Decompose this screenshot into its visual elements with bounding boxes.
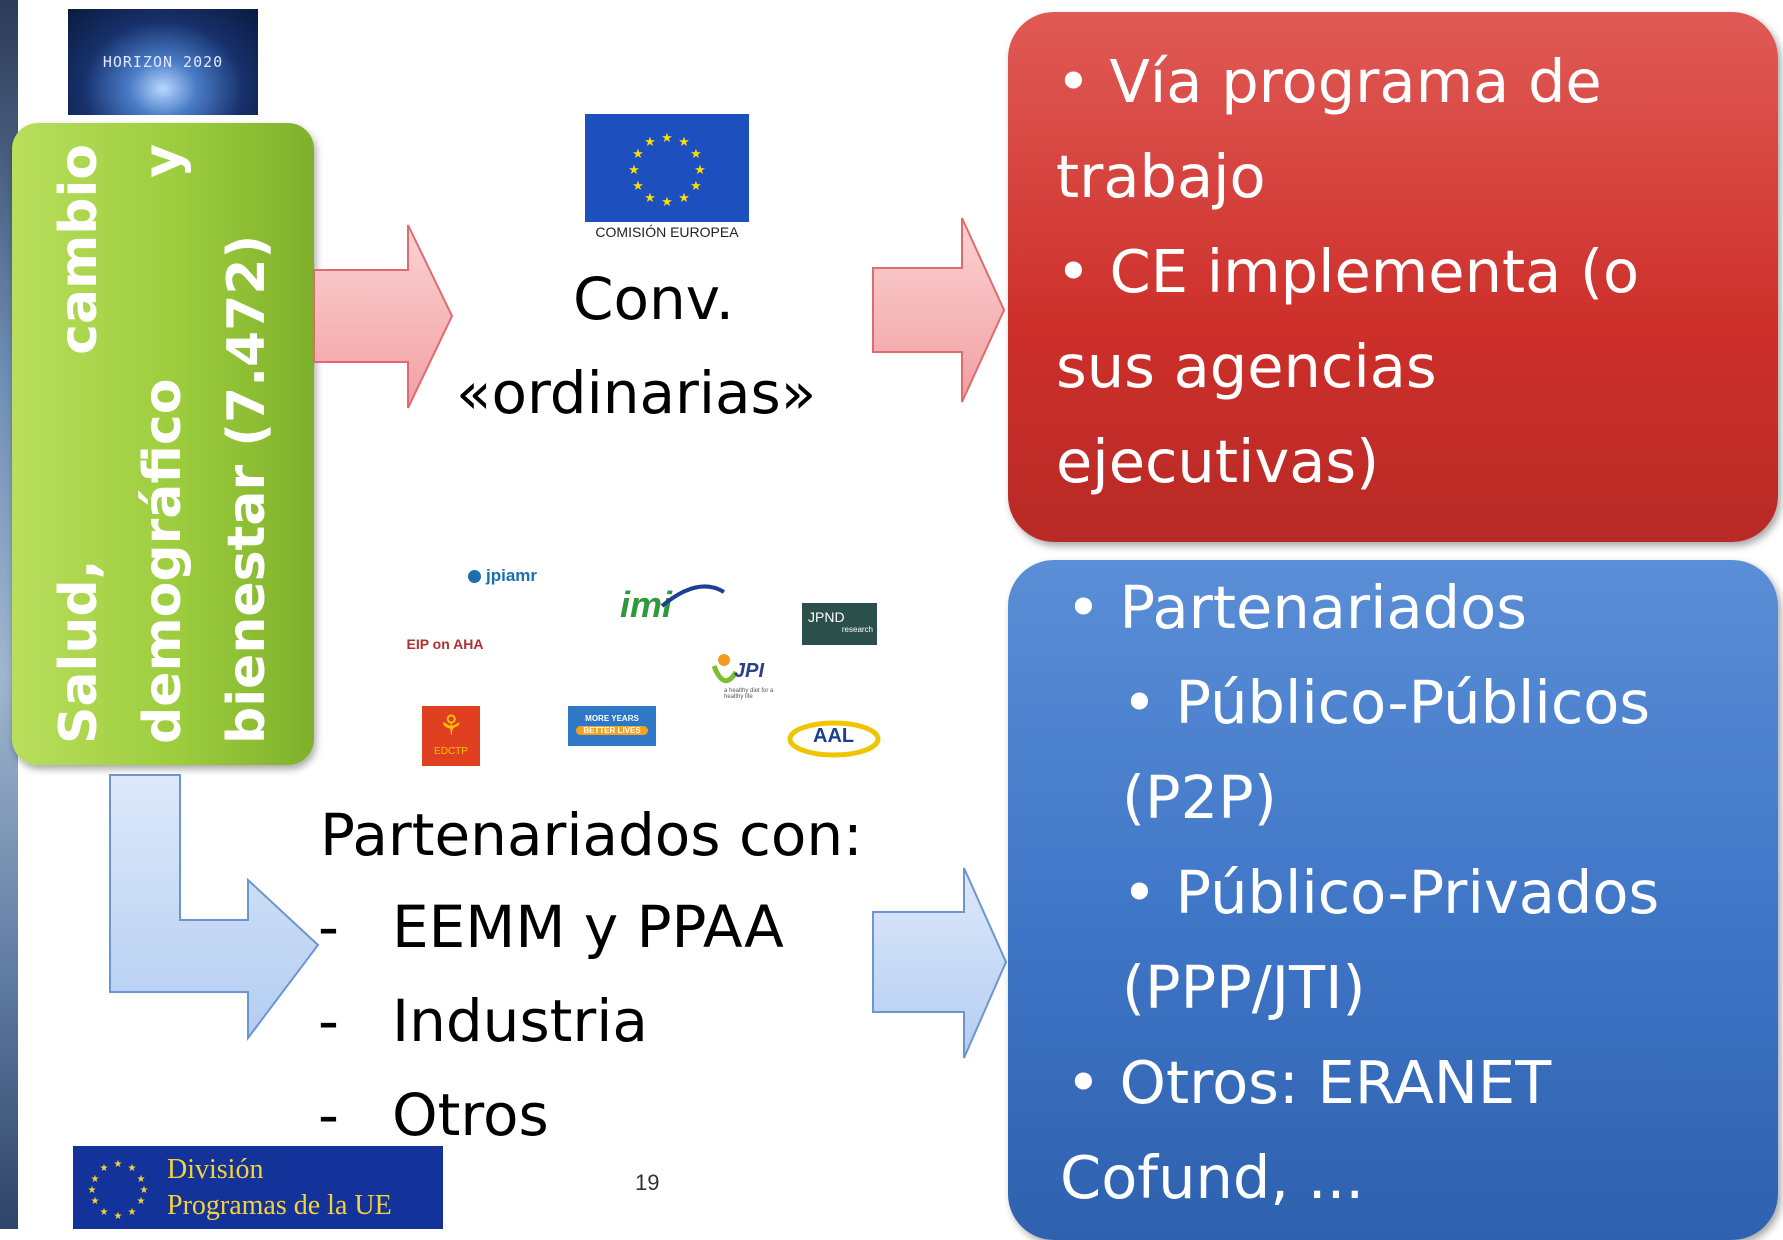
- svg-text:★: ★: [140, 1185, 149, 1196]
- aal-logo-text: AAL: [813, 725, 855, 747]
- arrow-to-blue-box: [872, 867, 1008, 1059]
- svg-text:★: ★: [128, 1163, 137, 1174]
- division-line-2: Programas de la UE: [167, 1189, 392, 1221]
- svg-text:★: ★: [88, 1185, 97, 1196]
- svg-text:★: ★: [644, 191, 656, 206]
- svg-text:★: ★: [91, 1174, 100, 1185]
- svg-text:★: ★: [100, 1207, 109, 1218]
- svg-text:★: ★: [100, 1163, 109, 1174]
- more-years-text: MORE YEARS: [585, 714, 639, 723]
- blue-box-line-2: • Público-Públicos: [1122, 668, 1651, 737]
- edctp-figures-icon: ⚘: [438, 710, 464, 741]
- red-box-text: • Vía programa de trabajo • CE implement…: [1056, 34, 1639, 509]
- imi-swoosh-icon: [660, 584, 726, 608]
- arrow-to-conv: [313, 224, 454, 409]
- svg-text:★: ★: [694, 163, 706, 178]
- red-box-line-1: • Vía programa de: [1056, 47, 1602, 116]
- more-years-better-lives-logo: MORE YEARS BETTER LIVES: [568, 706, 656, 746]
- partenariados-item-3: Otros: [392, 1081, 549, 1149]
- partenariados-item-1: EEMM y PPAA: [392, 893, 784, 961]
- red-box-work-programme: • Vía programa de trabajo • CE implement…: [1008, 12, 1778, 542]
- svg-text:★: ★: [128, 1207, 137, 1218]
- eip-aha-wordcloud: EIP on AHA: [374, 630, 516, 664]
- jpnd-logo-text: JPND: [808, 609, 845, 625]
- svg-text:★: ★: [632, 179, 644, 194]
- blue-box-partnerships: • Partenariados • Público-Públicos (P2P)…: [1008, 560, 1778, 1240]
- division-text: División Programas de la UE: [167, 1152, 392, 1224]
- svg-text:★: ★: [661, 131, 673, 146]
- red-box-line-2: trabajo: [1056, 142, 1266, 211]
- topic-box-health: Salud, cambio demográfico y bienestar (7…: [12, 123, 314, 765]
- svg-text:★: ★: [137, 1196, 146, 1207]
- conv-label-line-1: Conv.: [573, 265, 735, 333]
- partenariados-heading: Partenariados con:: [320, 801, 863, 869]
- blue-box-line-6: • Otros: ERANET: [1066, 1048, 1552, 1117]
- svg-text:★: ★: [678, 191, 690, 206]
- blue-box-line-4: • Público-Privados: [1122, 858, 1660, 927]
- horizon-2020-logo-text: HORIZON 2020: [102, 53, 224, 71]
- red-box-line-4: sus agencias: [1056, 332, 1437, 401]
- svg-text:★: ★: [137, 1174, 146, 1185]
- edctp-logo-text: EDCTP: [434, 746, 468, 757]
- partenariados-item-2: Industria: [392, 987, 648, 1055]
- arrow-to-partenariados: [109, 774, 320, 1041]
- division-programas-ue-logo: ★★★ ★★★ ★★★ ★★★ División Programas de la…: [73, 1146, 443, 1229]
- svg-text:★: ★: [690, 179, 702, 194]
- division-line-1: División: [167, 1153, 264, 1185]
- aal-ellipse-icon: [787, 720, 881, 758]
- eip-aha-wordcloud-text: EIP on AHA: [406, 636, 484, 652]
- jpi-logo-text: JPI: [734, 660, 765, 682]
- eu-flag: ★ ★ ★ ★ ★ ★ ★ ★ ★ ★ ★ ★: [585, 114, 749, 222]
- blue-box-line-1: • Partenariados: [1066, 573, 1527, 642]
- svg-text:★: ★: [644, 135, 656, 150]
- svg-text:★: ★: [661, 195, 673, 210]
- eu-flag-caption: COMISIÓN EUROPEA: [595, 224, 739, 240]
- aal-logo: AAL: [786, 716, 882, 762]
- partenariados-item-2-dash: -: [318, 987, 339, 1055]
- jpiamr-logo: jpiamr: [468, 566, 537, 586]
- better-lives-text: BETTER LIVES: [576, 726, 648, 735]
- eu-stars-small-icon: ★★★ ★★★ ★★★ ★★★: [88, 1159, 149, 1222]
- blue-box-text: • Partenariados • Público-Públicos (P2P)…: [1060, 560, 1660, 1225]
- jpiamr-logo-text: jpiamr: [486, 566, 538, 585]
- edctp-logo: ⚘ EDCTP: [422, 706, 480, 766]
- jpi-logo-sub: a healthy diet for a healthy life: [724, 688, 774, 700]
- jpi-figure-icon: [711, 654, 738, 684]
- svg-text:★: ★: [678, 135, 690, 150]
- blue-box-line-3: (P2P): [1122, 763, 1277, 832]
- svg-text:★: ★: [114, 1159, 123, 1170]
- conv-label-line-2: «ordinarias»: [456, 359, 817, 427]
- jpnd-logo: JPND research: [802, 603, 877, 645]
- svg-text:★: ★: [690, 147, 702, 162]
- arrow-to-red-box: [872, 217, 1006, 403]
- svg-text:★: ★: [628, 163, 640, 178]
- horizon-2020-logo: HORIZON 2020: [68, 9, 258, 115]
- svg-text:★: ★: [114, 1211, 123, 1222]
- jpi-logo: JPI a healthy diet for a healthy life: [708, 652, 793, 714]
- partenariados-item-3-dash: -: [318, 1081, 339, 1149]
- red-box-line-5: ejecutivas): [1056, 427, 1380, 496]
- blue-box-line-5: (PPP/JTI): [1122, 953, 1366, 1022]
- svg-text:★: ★: [632, 147, 644, 162]
- jpnd-logo-sub: research: [841, 625, 873, 634]
- svg-text:★: ★: [91, 1196, 100, 1207]
- eu-stars-icon: ★ ★ ★ ★ ★ ★ ★ ★ ★ ★ ★ ★: [628, 131, 706, 210]
- blue-box-line-7: Cofund, ...: [1060, 1143, 1365, 1212]
- page-number: 19: [635, 1170, 660, 1195]
- partenariados-item-1-dash: -: [318, 893, 339, 961]
- red-box-line-3: • CE implementa (o: [1056, 237, 1640, 306]
